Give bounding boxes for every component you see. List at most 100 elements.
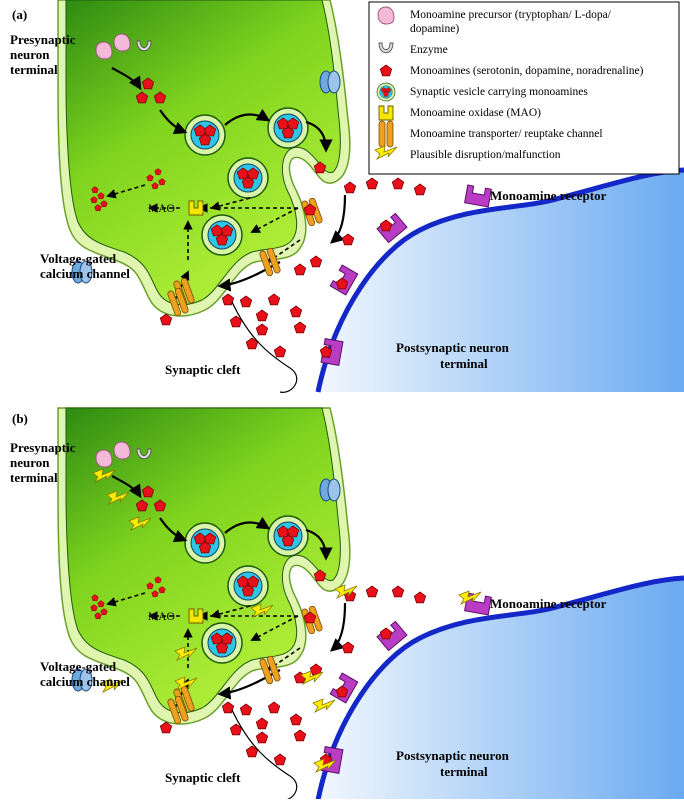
- legend-item-label: Monoamine transporter/ reuptake channel: [410, 128, 603, 140]
- postsynaptic-label: Postsynaptic neuron: [396, 748, 510, 763]
- vesicle-icon: [202, 215, 242, 255]
- monoamine-icon: [255, 731, 269, 744]
- monoamine-icon: [267, 701, 281, 714]
- presynaptic-label: Presynaptic: [10, 440, 76, 455]
- vesicle-icon: [202, 623, 242, 663]
- bound-monoamine-icon: [379, 219, 393, 232]
- postsynaptic-membrane: [315, 575, 684, 801]
- flow-arrow: [111, 67, 142, 91]
- postsynaptic-label: terminal: [440, 356, 488, 371]
- calcium-channel-label: calcium channel: [40, 674, 130, 689]
- monoamine-icon: [273, 345, 287, 358]
- vesicle-icon: [377, 83, 395, 101]
- monoamine-icon: [293, 321, 307, 334]
- vesicle-icon: [228, 566, 268, 606]
- legend-item-label: dopamine): [410, 23, 459, 35]
- reuptake-arrow: [174, 270, 190, 301]
- monoamine-icon: [267, 293, 281, 306]
- vesicle-icon: [185, 115, 225, 155]
- monoamine-icon: [341, 233, 355, 246]
- monoamine-icon: [391, 177, 405, 190]
- cleft-pointer-line: [231, 301, 298, 393]
- panel-label: (a): [12, 7, 27, 22]
- cleft-pointer-line: [231, 709, 298, 801]
- presynaptic-label: neuron: [10, 455, 50, 470]
- flow-arrow: [224, 516, 271, 534]
- legend-item-label: Enzyme: [410, 44, 448, 56]
- reuptake-arrow: [250, 615, 299, 641]
- mao-label: MAO: [148, 203, 175, 215]
- monoamine-icon: [255, 323, 269, 336]
- legend-item-label: Synaptic vesicle carrying monoamines: [410, 86, 588, 98]
- monoamine-icon: [159, 721, 173, 734]
- postsynaptic-label: Postsynaptic neuron: [396, 340, 510, 355]
- monoamine-icon: [159, 313, 173, 326]
- legend-item-label: Monoamine precursor (tryptophan/ L-dopa/: [410, 9, 612, 21]
- reuptake-arrow: [174, 678, 190, 709]
- monoamine-icon: [239, 295, 253, 308]
- monoamine-icon: [289, 305, 303, 318]
- monoamine-icon: [365, 177, 379, 190]
- postsynaptic-terminal: [318, 578, 684, 800]
- postsynaptic-terminal: [318, 170, 684, 392]
- flow-arrow: [159, 109, 188, 135]
- vesicle-icon: [228, 158, 268, 198]
- calcium-channel-icon: [319, 70, 341, 94]
- postsynaptic-label: terminal: [440, 764, 488, 779]
- legend-item-label: Plausible disruption/malfunction: [410, 149, 561, 161]
- lightning-icon: [312, 698, 336, 713]
- monoamine-receptor-icon: [464, 184, 492, 208]
- flow-arrow: [159, 517, 188, 543]
- legend-box: Monoamine precursor (tryptophan/ L-dopa/…: [368, 1, 680, 175]
- precursor-icon: [113, 33, 131, 52]
- calcium-channel-label: Voltage-gated: [40, 659, 117, 674]
- monoamine-icon: [293, 263, 307, 276]
- vesicle-icon: [268, 108, 308, 148]
- monoamine-icon: [365, 585, 379, 598]
- flow-arrow: [305, 120, 333, 153]
- precursor-icon: [377, 6, 395, 25]
- vesicle-icon: [268, 516, 308, 556]
- panel-b: MAO(b)PresynapticneuronterminalVoltage-g…: [10, 407, 684, 801]
- monoamine-icon: [289, 713, 303, 726]
- monoamine-icon: [273, 753, 287, 766]
- postsynaptic-membrane: [315, 167, 684, 393]
- flow-arrow: [305, 528, 333, 561]
- monoamine-icon: [413, 591, 427, 604]
- flow-arrow: [224, 108, 271, 126]
- precursor-icon: [113, 441, 131, 460]
- flow-arrow: [111, 475, 142, 499]
- presynaptic-label: terminal: [10, 470, 58, 485]
- flow-arrow: [330, 194, 347, 244]
- flow-arrow: [330, 602, 347, 652]
- presynaptic-label: neuron: [10, 47, 50, 62]
- monoamine-icon: [413, 183, 427, 196]
- synaptic-cleft-label: Synaptic cleft: [165, 770, 241, 785]
- precursor-icon: [95, 449, 113, 468]
- calcium-channel-label: calcium channel: [40, 266, 130, 281]
- legend-item-label: Monoamines (serotonin, dopamine, noradre…: [410, 65, 644, 77]
- presynaptic-label: terminal: [10, 62, 58, 77]
- monoamine-icon: [255, 717, 269, 730]
- receptor-label: Monoamine receptor: [490, 596, 607, 611]
- reuptake-arrow: [250, 207, 299, 233]
- mao-label: MAO: [148, 611, 175, 623]
- legend-frame: [368, 1, 680, 175]
- monoamine-icon: [343, 181, 357, 194]
- monoamine-icon: [341, 641, 355, 654]
- bound-monoamine-icon: [379, 627, 393, 640]
- receptor-label: Monoamine receptor: [490, 188, 607, 203]
- monoamine-icon: [255, 309, 269, 322]
- calcium-channel-icon: [319, 478, 341, 502]
- synaptic-cleft-label: Synaptic cleft: [165, 362, 241, 377]
- monoamine-icon: [239, 703, 253, 716]
- presynaptic-label: Presynaptic: [10, 32, 76, 47]
- monoamine-icon: [309, 255, 323, 268]
- monoamine-icon: [391, 585, 405, 598]
- legend-item-label: Monoamine oxidase (MAO): [410, 107, 541, 119]
- precursor-icon: [95, 41, 113, 60]
- panel-a: MAO(a)PresynapticneuronterminalVoltage-g…: [10, 0, 684, 393]
- panel-label: (b): [12, 411, 28, 426]
- vesicle-icon: [185, 523, 225, 563]
